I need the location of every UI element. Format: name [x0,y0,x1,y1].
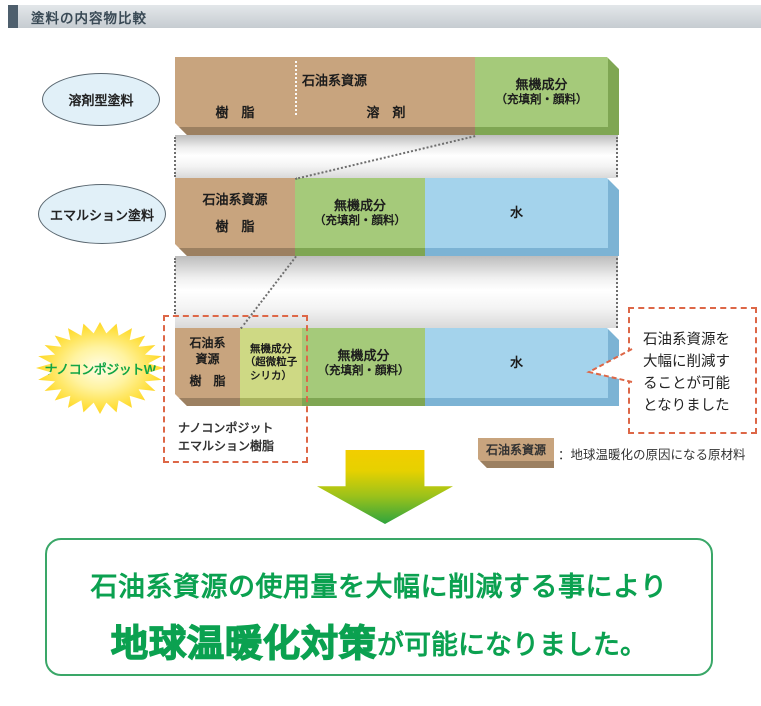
segment-inorganic: 無機成分 （充填剤・顔料） [475,57,608,135]
segment-petroleum: 石油系資源 樹 脂 [175,178,295,256]
nanocomposite-label: ナノコンポジットW [44,361,156,377]
resin-label: 樹 脂 [215,105,255,120]
bar-solvent-paint: 石油系資源 樹 脂 溶 剤 無機成分 （充填剤・顔料） [175,57,619,135]
connector-shade-2 [175,256,618,328]
legend-petroleum-chip: 石油系資源 [478,438,554,468]
segment-petroleum: 石油系 資源 樹 脂 [175,328,240,406]
bar-right-bevel [608,178,619,256]
segment-water: 水 [425,178,608,256]
segment-petroleum: 石油系資源 樹 脂 溶 剤 [175,57,475,135]
dotted-guide-left-1 [174,137,176,177]
summary-line2: 地球温暖化対策が可能になりました。 [47,613,711,667]
page-header: 塗料の内容物比較 [8,5,761,28]
caption-line1: ナノコンポジット [178,421,274,436]
silica-line1: 無機成分 [250,343,292,356]
inorganic-line1: 無機成分 [333,197,386,213]
dotted-guide-right-1 [616,137,618,177]
silica-line2: （超微粒子 [244,356,298,369]
starburst-badge: ナノコンポジットW [36,322,164,414]
water-label: 水 [509,355,523,371]
row-label-text: エマルション塗料 [49,207,154,223]
down-arrow-icon [317,450,453,524]
petro-line2: 資源 [195,352,220,367]
connector-shade-1 [175,135,618,178]
row-label-text: 溶剤型塗料 [68,93,134,108]
resin-label: 樹 脂 [189,373,226,388]
segment-inorganic: 無機成分 （充填剤・顔料） [295,178,425,256]
silica-line3: シリカ） [250,369,292,382]
solvent-label: 溶 剤 [366,105,406,120]
dotted-guide-right-2 [616,258,618,328]
bar-right-bevel [608,57,619,135]
inorganic-line2: （充填剤・顔料） [317,364,410,377]
inorganic-line2: （充填剤・顔料） [314,214,406,227]
legend-description: ：地球温暖化の原因になる原材料 [558,448,746,462]
callout-line2: 大幅に削減す [643,354,730,371]
header-accent-bar [8,5,18,28]
segment-silica: 無機成分 （超微粒子 シリカ） [240,328,302,406]
segment-inorganic: 無機成分 （充填剤・顔料） [302,328,425,406]
bar-nanocomposite: 石油系 資源 樹 脂 無機成分 （超微粒子 シリカ） 無機成分 （充填剤・顔料）… [175,328,619,406]
reduction-callout: 石油系資源を 大幅に削減す ることが可能 となりました [628,307,757,434]
resin-label: 樹 脂 [215,218,255,234]
summary-line1: 石油系資源の使用量を大幅に削減する事により [90,572,668,602]
header-background: 塗料の内容物比較 [18,5,761,28]
summary-line2-rest: が可能になりました。 [377,630,647,660]
callout-line3: ることが可能 [643,376,730,393]
petro-line1: 石油系 [189,336,226,351]
page-title: 塗料の内容物比較 [31,10,147,26]
bar-emulsion-paint: 石油系資源 樹 脂 無機成分 （充填剤・顔料） 水 [175,178,619,256]
row-label-solvent-paint: 溶剤型塗料 [42,73,160,126]
summary-box: 石油系資源の使用量を大幅に削減する事により 地球温暖化対策が可能になりました。 [45,538,713,676]
legend-chip-label: 石油系資源 [485,443,546,457]
nanocomposite-caption: ナノコンポジット エマルション樹脂 [178,420,274,455]
callout-pointer [586,348,633,383]
callout-line1: 石油系資源を [643,332,730,348]
callout-line4: となりました [643,398,730,415]
water-label: 水 [509,205,523,221]
caption-line2: エマルション樹脂 [178,438,275,453]
segment-title: 石油系資源 [302,73,368,88]
resin-solvent-divider [295,61,297,115]
inorganic-line1: 無機成分 [337,347,390,363]
summary-emphasis: 地球温暖化対策 [110,622,377,664]
inorganic-line1: 無機成分 [515,76,568,92]
row-label-emulsion-paint: エマルション塗料 [38,184,166,244]
segment-water: 水 [425,328,608,406]
segment-title: 石油系資源 [202,192,268,208]
dotted-guide-left-2 [174,258,176,314]
inorganic-line2: （充填剤・顔料） [495,93,588,106]
